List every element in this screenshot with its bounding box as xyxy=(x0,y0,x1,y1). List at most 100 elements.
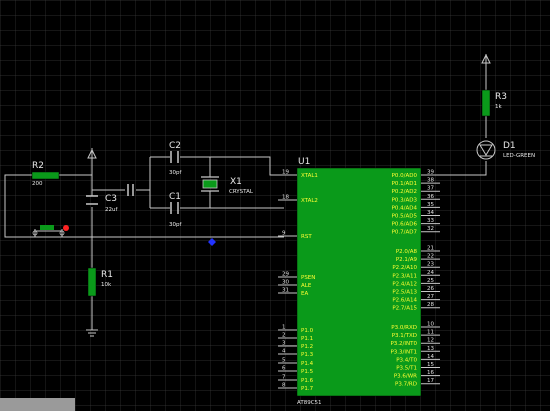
mcu-pin-p1-0[interactable]: 1P1.0 xyxy=(278,325,314,335)
pin-number: 39 xyxy=(427,170,434,176)
pin-label: P2.2/A10 xyxy=(392,265,417,271)
pin-label: P2.7/A15 xyxy=(392,306,417,312)
pin-number: 37 xyxy=(427,186,434,192)
r2-value: 200 xyxy=(32,181,43,187)
ground-symbol[interactable] xyxy=(86,329,98,337)
pin-number: 23 xyxy=(427,262,434,268)
pin-number: 31 xyxy=(282,288,289,294)
r3-value: 1k xyxy=(495,104,502,110)
c2-value: 30pf xyxy=(169,170,182,176)
mcu-pin-p1-3[interactable]: 4P1.3 xyxy=(278,349,314,359)
power-terminal-right[interactable] xyxy=(481,53,491,65)
mcu-pin-p1-1[interactable]: 2P1.1 xyxy=(278,333,313,343)
pin-label: P2.5/A13 xyxy=(392,290,417,296)
r1-ref: R1 xyxy=(101,270,113,280)
pin-label: P2.6/A14 xyxy=(392,298,417,304)
mcu-pin-p1-7[interactable]: 8P1.7 xyxy=(278,383,314,393)
mcu-pin-p1-6[interactable]: 7P1.6 xyxy=(278,375,314,385)
c2-ref: C2 xyxy=(169,141,181,151)
mcu-pin-p1-2[interactable]: 3P1.2 xyxy=(278,341,313,351)
crystal-x1[interactable]: X1 CRYSTAL xyxy=(201,176,254,195)
pin-number: 3 xyxy=(282,341,286,347)
pin-number: 25 xyxy=(427,278,434,284)
pin-number: 14 xyxy=(427,354,434,360)
c3-value: 22uf xyxy=(105,207,118,213)
pin-label: P1.5 xyxy=(301,369,314,375)
pin-label: P1.2 xyxy=(301,344,313,350)
pin-label: P0.5/AD5 xyxy=(392,214,418,220)
resistor-r1[interactable]: R1 10k xyxy=(87,267,113,297)
pin-label: P1.6 xyxy=(301,378,314,384)
cursor-marker[interactable] xyxy=(208,238,216,246)
pin-label: P1.4 xyxy=(301,361,314,367)
d1-value: LED-GREEN xyxy=(503,153,535,159)
mcu-pin-p1-5[interactable]: 6P1.5 xyxy=(278,366,314,376)
pin-number: 15 xyxy=(427,362,434,368)
pin-number: 9 xyxy=(282,231,286,237)
capacitor-c1[interactable]: C1 30pf xyxy=(169,192,182,228)
pin-number: 5 xyxy=(282,358,286,364)
pin-label: P1.7 xyxy=(301,386,314,392)
pin-number: 30 xyxy=(282,280,289,286)
capacitor-c2[interactable]: C2 30pf xyxy=(169,141,182,176)
led-d1[interactable]: D1 LED-GREEN xyxy=(476,140,535,160)
pin-number: 38 xyxy=(427,178,434,184)
pin-number: 24 xyxy=(427,270,434,276)
pin-label: P3.6/WR xyxy=(394,374,417,380)
mcu-body[interactable] xyxy=(296,167,422,397)
mcu-u1[interactable]: U1 AT89C51 19XTAL118XTAL29RST29PSEN30ALE… xyxy=(278,157,440,406)
mcu-pin-p1-4[interactable]: 5P1.4 xyxy=(278,358,314,368)
coupling-capacitor[interactable] xyxy=(127,184,134,196)
power-terminal-left[interactable] xyxy=(87,148,97,160)
pin-label: PSEN xyxy=(301,275,315,281)
u1-ref: U1 xyxy=(298,157,310,167)
pin-number: 16 xyxy=(427,370,434,376)
capacitor-c3[interactable]: C3 22uf xyxy=(86,194,118,213)
resistor-r3[interactable]: R3 1k xyxy=(481,89,507,117)
pin-number: 34 xyxy=(427,210,434,216)
pin-label: EA xyxy=(301,291,308,297)
pin-label: P3.5/T1 xyxy=(396,366,417,372)
pin-number: 18 xyxy=(282,195,289,201)
pin-number: 22 xyxy=(427,254,434,260)
resistor-r2[interactable]: R2 200 xyxy=(31,161,60,187)
pin-label: P1.3 xyxy=(301,352,314,358)
pin-number: 13 xyxy=(427,346,434,352)
r1-value: 10k xyxy=(101,282,112,288)
pin-label: RST xyxy=(301,234,312,240)
reset-switch[interactable] xyxy=(32,225,69,236)
switch-actuator-dot[interactable] xyxy=(63,225,69,231)
